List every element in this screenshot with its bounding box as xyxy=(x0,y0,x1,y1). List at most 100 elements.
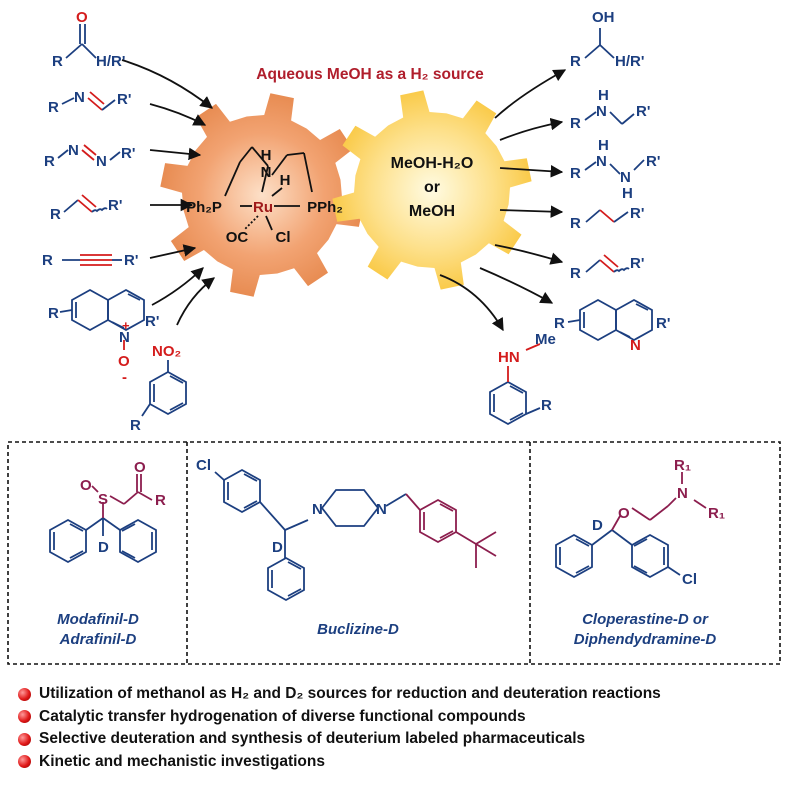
aniline-r: R xyxy=(541,397,552,414)
bullet-dot-icon xyxy=(18,732,31,746)
product-alkene: R R' xyxy=(570,254,644,282)
quinoline-rp: R' xyxy=(656,315,670,332)
modafinil-r: R xyxy=(155,492,166,509)
alkane-rp: R' xyxy=(630,205,644,222)
ru-h: H xyxy=(280,172,291,189)
key-point: Utilization of methanol as H₂ and D₂ sou… xyxy=(18,683,788,706)
cloperastine-r1a: R₁ xyxy=(674,457,691,474)
alkyne-rp: R' xyxy=(124,252,138,269)
noxide-n: N xyxy=(119,329,130,346)
cl-ligand: Cl xyxy=(276,229,291,246)
product-hydrazine: H N N H R R' xyxy=(570,137,660,202)
palkene-r: R xyxy=(570,265,581,282)
n-h: H xyxy=(261,147,272,164)
product-quinoline: R R' N xyxy=(554,298,670,354)
buclizine-d: D xyxy=(272,539,283,556)
key-point-text: Utilization of methanol as H₂ and D₂ sou… xyxy=(39,685,661,703)
bullet-dot-icon xyxy=(18,755,31,769)
nitro-group: NO₂ xyxy=(152,343,181,360)
cloperastine-cl: Cl xyxy=(682,571,697,588)
bullet-dot-icon xyxy=(18,687,31,701)
substrate-carbonyl: R O H/R' xyxy=(52,9,125,70)
modafinil-s: S xyxy=(98,491,108,508)
p-right: PPh₂ xyxy=(307,199,343,216)
cloperastine-r1b: R₁ xyxy=(708,505,725,522)
carbonyl-o: O xyxy=(76,9,88,26)
noxide-rp: R' xyxy=(145,313,159,330)
noxide-r: R xyxy=(48,305,59,322)
cloperastine-name: Cloperastine-D or xyxy=(582,611,709,628)
modafinil-name: Modafinil-D xyxy=(57,611,139,628)
reagent-line-3: MeOH xyxy=(409,203,455,220)
key-point: Catalytic transfer hydrogenation of dive… xyxy=(18,706,788,729)
substrate-n-oxide: R R' N + O - xyxy=(48,288,159,386)
product-alcohol: OH R H/R' xyxy=(570,9,644,70)
catalyst-gear xyxy=(160,93,364,297)
key-point-text: Kinetic and mechanistic investigations xyxy=(39,752,325,770)
palkene-rp: R' xyxy=(630,255,644,272)
cloperastine-d: D xyxy=(592,517,603,534)
nitro-r: R xyxy=(130,417,141,434)
reagent-line-2: or xyxy=(424,179,440,196)
hydrazine-n2: N xyxy=(620,169,631,186)
ru-pnp-complex xyxy=(224,146,313,231)
alkene-rp: R' xyxy=(108,197,122,214)
drug-panel-frame xyxy=(7,441,781,665)
co-ligand: OC xyxy=(226,229,249,246)
diphenhydramine-name: Diphendydramine-D xyxy=(574,631,717,648)
modafinil-o1: O xyxy=(80,477,92,494)
output-arrows xyxy=(439,69,567,332)
hydrazine-n1: N xyxy=(596,153,607,170)
modafinil-o2: O xyxy=(134,459,146,476)
imine-n: N xyxy=(74,89,85,106)
azo-r: R xyxy=(44,153,55,170)
noxide-plus: + xyxy=(122,318,130,333)
reagent-line-1: MeOH-H₂O xyxy=(391,155,474,172)
amine-n: N xyxy=(596,103,607,120)
substrate-imine: R N R' xyxy=(48,89,131,116)
imine-rp: R' xyxy=(117,91,131,108)
input-arrows xyxy=(121,59,216,326)
alkene-r: R xyxy=(50,206,61,223)
noxide-minus: - xyxy=(122,369,127,386)
buclizine-name: Buclizine-D xyxy=(317,621,399,638)
product-alkane: R R' xyxy=(570,205,644,232)
alcohol-h: H/R' xyxy=(615,53,644,70)
catalyst-labels: N H H Ph₂P Ru PPh₂ OC Cl xyxy=(186,147,343,246)
cloperastine-n: N xyxy=(677,485,688,502)
substrate-nitrobenzene: NO₂ R xyxy=(130,343,187,434)
header-text: Aqueous MeOH as a H₂ source xyxy=(256,66,484,83)
aniline-hn: HN xyxy=(498,349,520,366)
hydrazine-r: R xyxy=(570,165,581,182)
imine-r: R xyxy=(48,99,59,116)
modafinil-d: D xyxy=(98,539,109,556)
hydrazine-rp: R' xyxy=(646,153,660,170)
product-amine: H N R R' xyxy=(570,87,650,132)
bullet-dot-icon xyxy=(18,710,31,724)
amine-h: H xyxy=(598,87,609,104)
hydrazine-h1: H xyxy=(598,137,609,154)
drug-modafinil: O S O R D Modafinil-D Adrafinil-D xyxy=(49,459,166,648)
noxide-o: O xyxy=(118,353,130,370)
drug-cloperastine: R₁ N R₁ O D Cl Cloperastine-D or Diphend… xyxy=(555,457,725,648)
buclizine-n2: N xyxy=(376,501,387,518)
alcohol-oh: OH xyxy=(592,9,615,26)
carbonyl-r: R xyxy=(52,53,63,70)
buclizine-cl: Cl xyxy=(196,457,211,474)
key-point-text: Selective deuteration and synthesis of d… xyxy=(39,730,586,748)
azo-n1: N xyxy=(68,142,79,159)
key-point-text: Catalytic transfer hydrogenation of dive… xyxy=(39,707,526,725)
hydrazine-h2: H xyxy=(622,185,633,202)
key-point: Kinetic and mechanistic investigations xyxy=(18,751,788,774)
ru-metal: Ru xyxy=(253,199,273,216)
drug-buclizine: Cl N N D Buclizine-D xyxy=(196,457,497,638)
carbonyl-h: H/R' xyxy=(96,53,125,70)
azo-rp: R' xyxy=(121,145,135,162)
alkane-r: R xyxy=(570,215,581,232)
azo-n2: N xyxy=(96,153,107,170)
buclizine-n1: N xyxy=(312,501,323,518)
aniline-me: Me xyxy=(535,331,556,348)
reagent-gear xyxy=(332,90,532,290)
product-n-methylaniline: HN Me R xyxy=(489,331,556,426)
